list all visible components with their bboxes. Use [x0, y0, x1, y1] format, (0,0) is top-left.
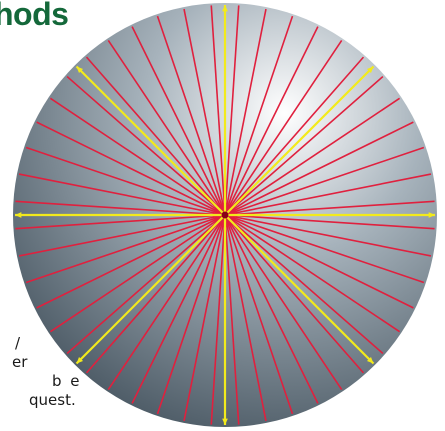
body-text-fragment: b e — [52, 374, 82, 389]
body-text-fragment: / — [15, 336, 20, 351]
body-text-fragment: quest. — [29, 393, 76, 408]
center-point — [222, 212, 229, 219]
body-text-fragment: er — [12, 355, 27, 370]
